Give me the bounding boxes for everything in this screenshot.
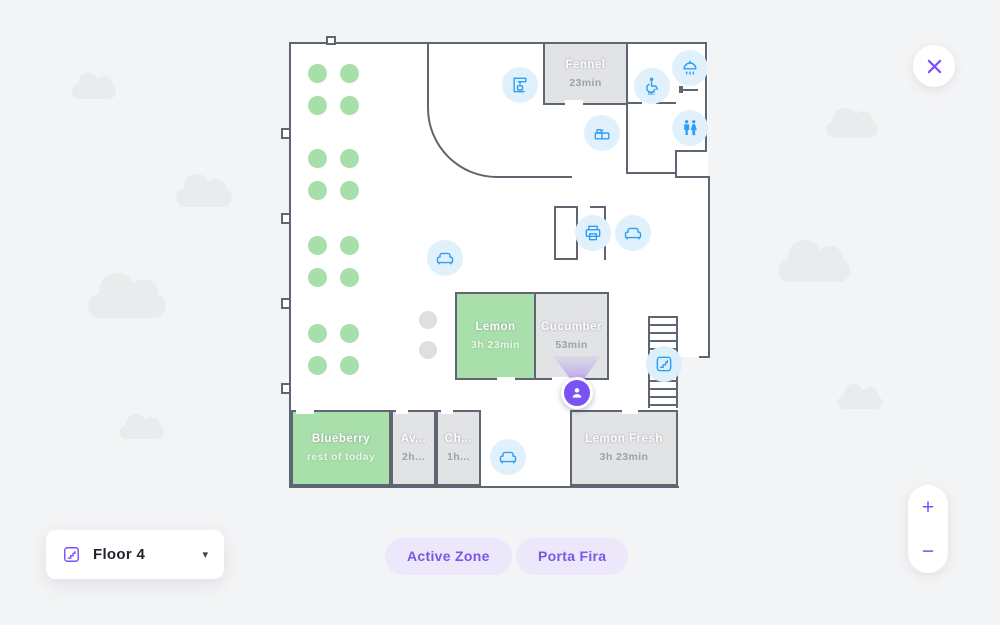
close-button[interactable] [913,45,955,87]
wall [289,42,707,44]
room-status: 3h 23min [471,339,520,351]
wall [289,486,679,488]
wall [683,89,698,91]
room-name: Cucumber [541,321,602,333]
stairs-badge-icon[interactable] [646,346,682,382]
wall [495,176,572,178]
kitchen-icon[interactable] [584,115,620,151]
desk-cluster[interactable] [308,324,359,375]
floor-selector-label: Floor 4 [93,546,146,563]
accessible-wc-icon[interactable]: WC [634,68,670,104]
stairs-icon [64,547,79,562]
room-name: Av... [400,433,427,445]
wall-notch [281,213,291,224]
room-lemon-fresh[interactable]: Lemon Fresh 3h 23min [570,410,678,486]
room-status: 2h... [401,451,425,463]
desk-cluster[interactable] [308,149,359,200]
person-pin[interactable] [561,377,593,409]
active-zone-tag[interactable]: Active Zone [385,538,512,575]
zoom-out-button[interactable]: − [921,539,935,563]
shower-icon[interactable] [672,50,708,86]
wall [554,258,578,260]
sofa-icon[interactable] [427,240,463,276]
wall [708,176,710,358]
wall-notch [326,36,336,45]
zoom-in-button[interactable]: + [921,495,935,519]
desk-cluster[interactable] [308,236,359,287]
room-status: 1h... [446,451,470,463]
door-gap [565,100,583,107]
desk-cluster[interactable] [308,64,359,115]
door-gap [296,407,314,414]
wall [699,356,710,358]
door-gap [622,407,638,414]
door-gap [441,407,453,414]
wall [675,150,677,178]
wall [628,102,642,104]
wall-notch [281,383,291,394]
room-name: Lemon [475,321,516,333]
room-status: 3h 23min [599,451,649,463]
room-status: rest of today [306,451,376,463]
door-gap [396,407,408,414]
wall [656,102,676,104]
room-name: Blueberry [311,433,371,445]
wall [705,42,707,152]
cloud [120,413,164,439]
room-lemon[interactable]: Lemon 3h 23min [455,292,536,380]
wall [554,206,556,260]
wall-notch [281,128,291,139]
room-blueberry[interactable]: Blueberry rest of today [291,410,391,486]
cloud [826,107,878,138]
printer-icon[interactable] [575,215,611,251]
cloud [778,240,850,282]
door-gap [552,377,572,384]
sofa-icon[interactable] [615,215,651,251]
door-gap [497,377,515,384]
room-status: 53min [555,339,588,351]
room-fennel[interactable]: Fennel 23min [543,42,628,105]
chevron-down-icon: ▾ [202,549,208,561]
close-icon [927,59,941,73]
wall [675,150,707,152]
inactive-desk-dot [419,311,437,329]
room-name: Fennel [565,58,606,71]
cloud [838,383,882,409]
wall [626,172,676,174]
wall [590,206,606,208]
wall [626,102,628,174]
wall [289,42,291,488]
room-status: 23min [569,76,602,89]
porta-fira-tag[interactable]: Porta Fira [516,538,629,575]
wall [554,206,578,208]
svg-text:WC: WC [648,91,656,96]
cloud [88,272,166,318]
room-cucumber[interactable]: Cucumber 53min [534,292,609,380]
floor-selector[interactable]: Floor 4 ▾ [46,530,224,579]
zoom-controls: + − [908,485,948,573]
room-name: Ch... [444,433,473,445]
wall [427,42,429,110]
room-name: Lemon Fresh [585,433,663,445]
toilets-icon[interactable] [672,110,708,146]
door-hinge [679,86,683,93]
sofa-icon[interactable] [490,439,526,475]
wall-notch [281,298,291,309]
cloud [176,174,232,207]
wall [675,176,710,178]
inactive-desk-dot [419,341,437,359]
cloud [72,73,116,99]
room-ch[interactable]: Ch... 1h... [436,410,481,486]
room-av[interactable]: Av... 2h... [391,410,436,486]
coffee-machine-icon[interactable] [502,67,538,103]
